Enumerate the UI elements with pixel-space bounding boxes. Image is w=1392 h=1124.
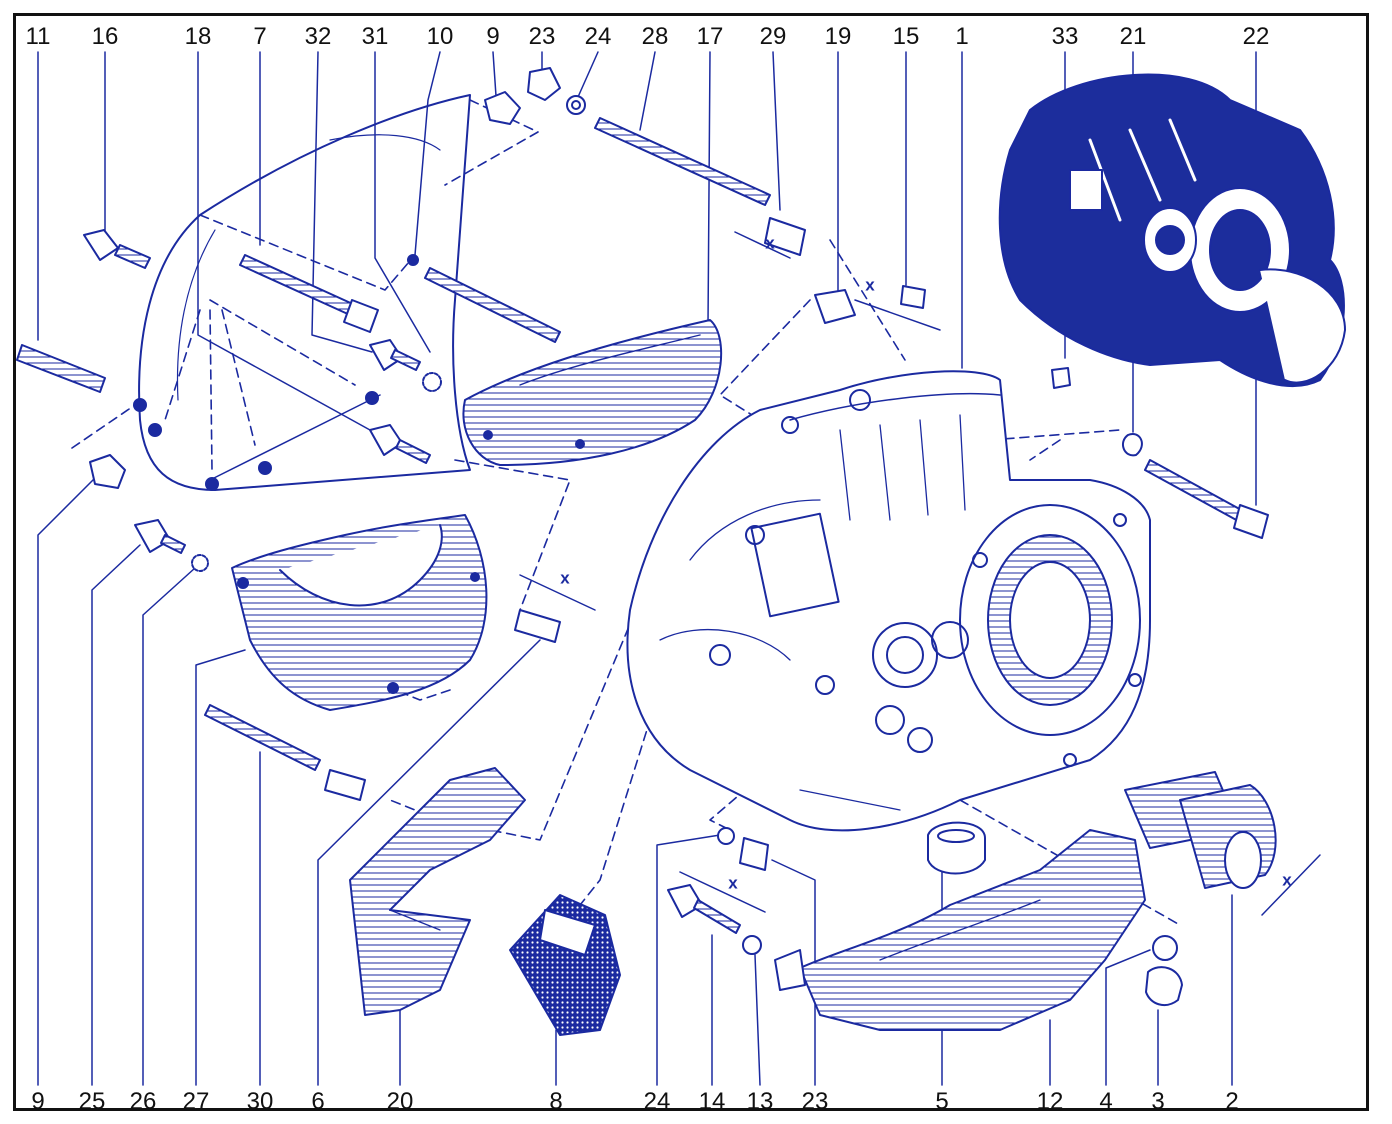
- callout-bottom-26: 26: [129, 1088, 157, 1115]
- callout-top-1: 1: [955, 23, 969, 50]
- callout-bottom-27: 27: [182, 1088, 210, 1115]
- callout-bottom-8: 8: [549, 1088, 563, 1115]
- callout-top-21: 21: [1119, 23, 1147, 50]
- callout-top-18: 18: [184, 23, 212, 50]
- callout-bottom-6: 6: [311, 1088, 325, 1115]
- assembled-gearbox-thumbnail: [998, 73, 1346, 388]
- callout-bottom-20: 20: [386, 1088, 414, 1115]
- callout-top-10: 10: [426, 23, 454, 50]
- callout-bottom-30: 30: [246, 1088, 274, 1115]
- dimension-x-label: x: [765, 233, 775, 253]
- output-sleeve-part-2: [1124, 771, 1277, 889]
- rubber-boot-part-8: [509, 894, 621, 1036]
- callout-top-17: 17: [696, 23, 724, 50]
- callout-bottom-3: 3: [1151, 1088, 1165, 1115]
- callout-top-22: 22: [1242, 23, 1270, 50]
- lower-cover-part-12: [774, 829, 1146, 1031]
- callout-bottom-5: 5: [935, 1088, 949, 1115]
- callout-top-32: 32: [304, 23, 332, 50]
- callout-bottom-9: 9: [31, 1088, 45, 1115]
- dimension-x-label: x: [865, 275, 875, 295]
- callout-bottom-13: 13: [746, 1088, 774, 1115]
- callout-top-24: 24: [584, 23, 612, 50]
- callout-top-23: 23: [528, 23, 556, 50]
- callout-top-15: 15: [892, 23, 920, 50]
- fasteners: [16, 117, 1269, 934]
- callout-bottom-14: 14: [698, 1088, 726, 1115]
- callout-bottom-23: 23: [801, 1088, 829, 1115]
- callout-top-7: 7: [253, 23, 267, 50]
- dimension-x-label: x: [1282, 870, 1292, 890]
- callout-bottom-24: 24: [643, 1088, 671, 1115]
- dimension-x-label: x: [728, 873, 738, 893]
- dimension-x-label: x: [560, 568, 570, 588]
- callout-bottom-25: 25: [78, 1088, 106, 1115]
- housing-cover-plate: [133, 94, 471, 491]
- callout-top-31: 31: [361, 23, 389, 50]
- dimension-arrows: [519, 231, 1321, 916]
- callout-top-29: 29: [759, 23, 787, 50]
- callout-top-28: 28: [641, 23, 669, 50]
- callout-top-9: 9: [486, 23, 500, 50]
- callout-top-19: 19: [824, 23, 852, 50]
- nuts-washers-spacers: [89, 67, 1183, 1007]
- callout-top-11: 11: [25, 23, 51, 50]
- callout-bottom-4: 4: [1099, 1088, 1113, 1115]
- gearbox-housing-part-1: [626, 370, 1151, 832]
- lower-cover-part-27: [231, 514, 488, 711]
- shield-part-17: [462, 319, 723, 466]
- bracket-part-20: [349, 767, 526, 1016]
- callout-top-33: 33: [1051, 23, 1079, 50]
- callout-top-16: 16: [91, 23, 119, 50]
- callout-bottom-2: 2: [1225, 1088, 1239, 1115]
- callout-bottom-12: 12: [1036, 1088, 1064, 1115]
